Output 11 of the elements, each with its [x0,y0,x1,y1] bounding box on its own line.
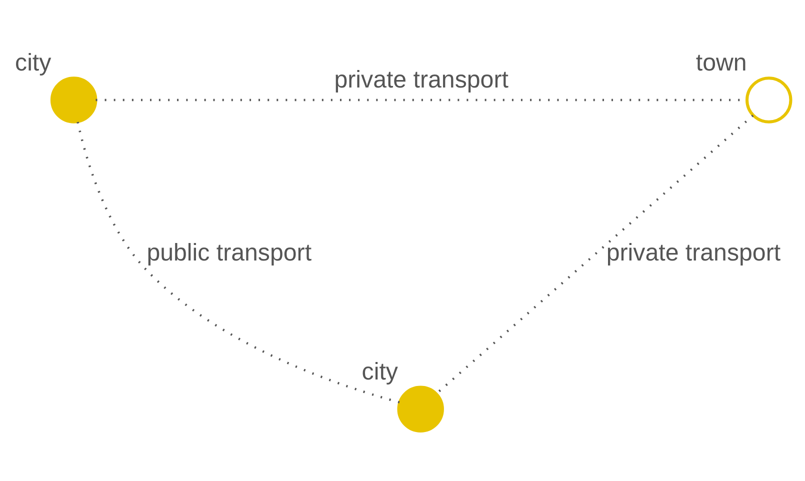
node-circle [397,385,444,432]
edge-label: private transport [334,66,508,94]
node-label: city [15,48,52,76]
node-circle [746,76,792,123]
node-label: city [362,358,398,385]
edge-label: public transport [146,238,312,266]
node-label: town [696,48,747,76]
connector [76,121,400,403]
edge-label: private transport [606,238,781,266]
connector [436,114,754,394]
node-circle [50,76,98,123]
